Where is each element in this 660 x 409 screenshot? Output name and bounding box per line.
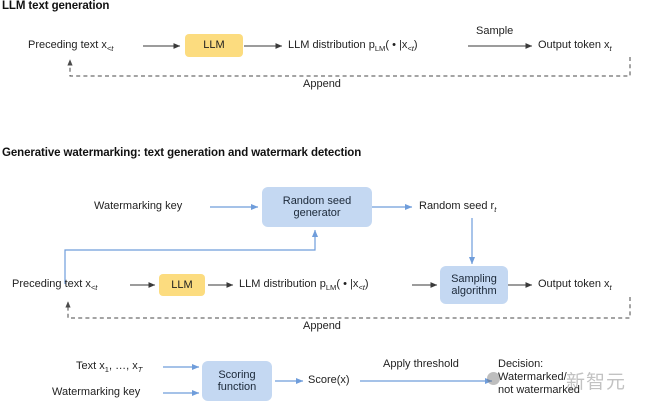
- random-seed-generator-line2: generator: [293, 207, 341, 219]
- decision-line3: not watermarked: [498, 384, 580, 396]
- distribution-close-2: ): [364, 278, 369, 290]
- output-token-label-2: Output token x: [538, 278, 610, 290]
- random-seed-generator-line1: Random seed: [282, 194, 352, 207]
- decision-line2: Watermarked/: [498, 371, 567, 383]
- node-output-token-2: Output token xt: [538, 278, 612, 292]
- scoring-function-line2: function: [217, 381, 257, 393]
- text-sequence-sub2: T: [137, 365, 143, 374]
- distribution-args-sub-1: <t: [407, 44, 414, 53]
- output-token-sub-1: t: [609, 44, 612, 53]
- preceding-text-sub-1: <t: [106, 44, 114, 53]
- section-title-llm-text-generation: LLM text generation: [2, 0, 110, 12]
- preceding-text-label-2: Preceding text x: [12, 278, 91, 290]
- node-score: Score(x): [308, 374, 350, 386]
- distribution-sub-1: LM: [374, 44, 386, 53]
- distribution-args-2: ( • |x: [336, 278, 359, 290]
- sample-arrow-label: Sample: [476, 25, 514, 37]
- distribution-prefix-2: LLM distribution p: [239, 278, 326, 290]
- sampling-algorithm-box[interactable]: Sampling algorithm: [440, 266, 508, 304]
- preceding-text-sub-2: <t: [90, 283, 98, 292]
- preceding-text-label-1: Preceding text x: [28, 39, 107, 51]
- text-sequence-sub1: 1: [104, 365, 109, 374]
- llm-box-label-1: LLM: [203, 39, 225, 52]
- distribution-args-sub-2: <t: [358, 283, 365, 292]
- scoring-function-box[interactable]: Scoring function: [202, 361, 272, 401]
- random-seed-generator-box[interactable]: Random seed generator: [262, 187, 372, 227]
- random-seed-sub: t: [494, 205, 497, 214]
- output-token-label-1: Output token x: [538, 39, 610, 51]
- random-seed-label: Random seed r: [419, 200, 495, 212]
- sampling-algorithm-line2: algorithm: [451, 285, 497, 297]
- sampling-algorithm-line1: Sampling: [451, 272, 497, 285]
- node-output-token-1: Output token xt: [538, 39, 612, 53]
- node-decision: Decision: Watermarked/ not watermarked: [498, 358, 580, 397]
- watermark-logo-icon: [487, 372, 500, 385]
- distribution-sub-2: LM: [325, 283, 337, 292]
- text-sequence-mid: , …, x: [108, 360, 138, 372]
- node-text-sequence: Text x1, …, xT: [76, 360, 143, 374]
- node-random-seed: Random seed rt: [419, 200, 497, 214]
- node-llm-distribution-2: LLM distribution pLM( • |x<t): [239, 278, 369, 292]
- llm-box-2[interactable]: LLM: [159, 274, 205, 296]
- distribution-close-1: ): [413, 39, 418, 51]
- distribution-prefix-1: LLM distribution p: [288, 39, 375, 51]
- node-llm-distribution-1: LLM distribution pLM( • |x<t): [288, 39, 418, 53]
- node-preceding-text-2: Preceding text x<t: [12, 278, 98, 292]
- llm-box-1[interactable]: LLM: [185, 34, 243, 57]
- append-loop-2: [65, 297, 631, 319]
- apply-threshold-label: Apply threshold: [383, 358, 459, 370]
- text-sequence-prefix: Text x: [76, 360, 105, 372]
- node-preceding-text-1: Preceding text x<t: [28, 39, 114, 53]
- node-watermarking-key-detect: Watermarking key: [52, 386, 141, 398]
- decision-line1: Decision:: [498, 358, 544, 370]
- distribution-args-1: ( • |x: [385, 39, 408, 51]
- watermark-text: 新智元: [566, 371, 627, 393]
- scoring-function-line1: Scoring: [218, 368, 256, 381]
- node-watermarking-key-gen: Watermarking key: [94, 200, 183, 212]
- append-label-1: Append: [303, 78, 341, 90]
- append-label-2: Append: [303, 320, 341, 332]
- section-title-generative-watermarking: Generative watermarking: text generation…: [2, 147, 362, 159]
- append-loop-1: [67, 57, 631, 77]
- output-token-sub-2: t: [609, 283, 612, 292]
- llm-box-label-2: LLM: [171, 278, 193, 291]
